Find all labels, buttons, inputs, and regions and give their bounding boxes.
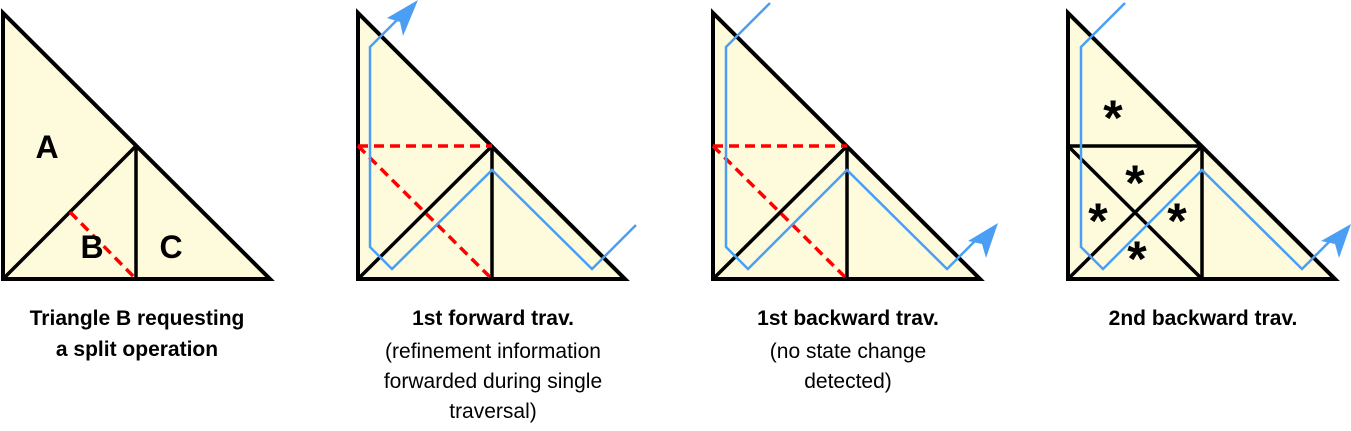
caption-title: Triangle B requesting (30, 307, 245, 330)
panel-forward-traversal: 1st forward trav. (refinement informatio… (356, 0, 637, 423)
refined-mark: * (1127, 231, 1147, 287)
caption-text: traversal) (449, 400, 537, 423)
traversal-path (724, 2, 981, 271)
panel-second-backward-traversal: * * * * * 2nd backward trav. (1066, 2, 1351, 330)
label-c: C (159, 229, 182, 265)
caption-text: detected) (804, 370, 892, 393)
caption-title: 1st forward trav. (412, 307, 574, 330)
refined-mark: * (1103, 90, 1123, 146)
arrow-head-icon (1321, 224, 1351, 258)
caption-title: 2nd backward trav. (1109, 307, 1298, 330)
label-a: A (35, 129, 58, 165)
refined-mark: * (1088, 193, 1108, 249)
caption-title: a split operation (56, 338, 218, 361)
traversal-path (368, 11, 637, 271)
traversal-path (1079, 2, 1334, 271)
caption-text: forwarded during single (384, 370, 602, 393)
label-b: B (80, 229, 103, 265)
arrow-head-icon (968, 223, 998, 258)
edge (1066, 144, 1204, 281)
refined-mark: * (1125, 155, 1145, 211)
caption-text: (no state change (770, 340, 926, 363)
panel-first-backward-traversal: 1st backward trav. (no state change dete… (711, 2, 998, 393)
panel-split-request: A B C Triangle B requesting a split oper… (0, 8, 275, 361)
arrow-head-icon (387, 0, 418, 36)
caption-text: (refinement information (385, 340, 601, 363)
refined-mark: * (1167, 193, 1187, 249)
caption-title: 1st backward trav. (757, 307, 939, 330)
